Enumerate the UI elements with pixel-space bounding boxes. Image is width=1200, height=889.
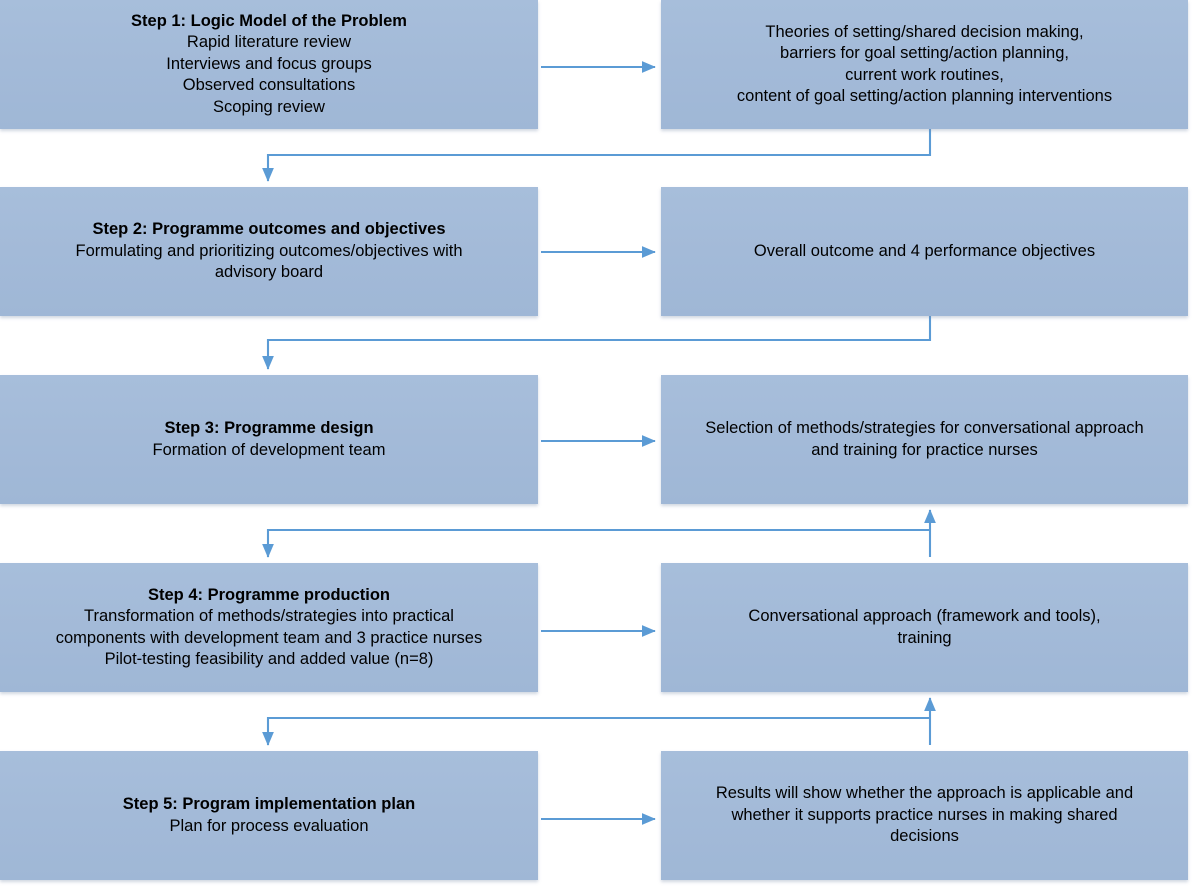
- step-1-left-line-1: Step 1: Logic Model of the Problem: [131, 11, 407, 30]
- step-1-right-line-3: current work routines,: [845, 65, 1004, 84]
- step-5-right-line-3: decisions: [890, 827, 959, 846]
- step-4-right-box[interactable]: Conversational approach (framework and t…: [661, 563, 1188, 692]
- step-2-left-line-1: Step 2: Programme outcomes and objective…: [92, 220, 446, 239]
- step-4-right-line-2: training: [897, 628, 952, 647]
- step-5-left-line-1: Step 5: Program implementation plan: [122, 795, 416, 814]
- step-1-right-line-1: Theories of setting/shared decision maki…: [765, 22, 1084, 41]
- step-1-left-line-3: Interviews and focus groups: [166, 54, 372, 73]
- step-2-left-line-3: advisory board: [214, 263, 324, 282]
- step-4-left-box[interactable]: Step 4: Programme production Transformat…: [0, 563, 538, 692]
- step-1-left-line-5: Scoping review: [213, 97, 325, 116]
- step-4-left-line-1: Step 4: Programme production: [147, 585, 391, 604]
- step-5-right-line-1: Results will show whether the approach i…: [715, 784, 1134, 803]
- step-3-right-line-2: and training for practice nurses: [811, 440, 1038, 459]
- arrow-step4-down-to-step5-left: [262, 716, 930, 746]
- arrow-step1-right-down-to-step2-left: [262, 129, 932, 182]
- step-3-left-line-1: Step 3: Programme design: [164, 419, 374, 438]
- arrow-step2-right-down-to-step3-left: [262, 316, 932, 370]
- step-1-right-line-2: barriers for goal setting/action plannin…: [780, 44, 1069, 63]
- step-2-right-box[interactable]: Overall outcome and 4 performance object…: [661, 187, 1188, 316]
- step-1-left-box[interactable]: Step 1: Logic Model of the Problem Rapid…: [0, 0, 538, 129]
- step-3-right-line-1: Selection of methods/strategies for conv…: [705, 419, 1144, 438]
- step-4-left-line-4: Pilot-testing feasibility and added valu…: [104, 649, 434, 668]
- step-2-right-line-1: Overall outcome and 4 performance object…: [753, 241, 1096, 260]
- step-4-right-line-1: Conversational approach (framework and t…: [748, 607, 1101, 626]
- step-1-right-line-4: content of goal setting/action planning …: [736, 86, 1113, 105]
- step-5-left-box[interactable]: Step 5: Program implementation plan Plan…: [0, 751, 538, 880]
- step-5-right-line-2: whether it supports practice nurses in m…: [731, 805, 1118, 824]
- step-5-right-box[interactable]: Results will show whether the approach i…: [661, 751, 1188, 880]
- step-3-left-box[interactable]: Step 3: Programme design Formation of de…: [0, 375, 538, 504]
- step-5-left-line-2: Plan for process evaluation: [169, 816, 369, 835]
- step-4-left-line-3: components with development team and 3 p…: [55, 628, 483, 647]
- step-2-left-line-2: Formulating and prioritizing outcomes/ob…: [75, 241, 463, 260]
- step-2-left-box[interactable]: Step 2: Programme outcomes and objective…: [0, 187, 538, 316]
- step-1-left-line-2: Rapid literature review: [186, 33, 352, 52]
- step-3-left-line-2: Formation of development team: [152, 440, 386, 459]
- step-1-left-line-4: Observed consultations: [182, 76, 356, 95]
- step-1-right-box[interactable]: Theories of setting/shared decision maki…: [661, 0, 1188, 129]
- step-4-left-line-2: Transformation of methods/strategies int…: [84, 607, 454, 626]
- step-3-right-box[interactable]: Selection of methods/strategies for conv…: [661, 375, 1188, 504]
- arrow-step3-down-to-step4-left: [262, 528, 930, 558]
